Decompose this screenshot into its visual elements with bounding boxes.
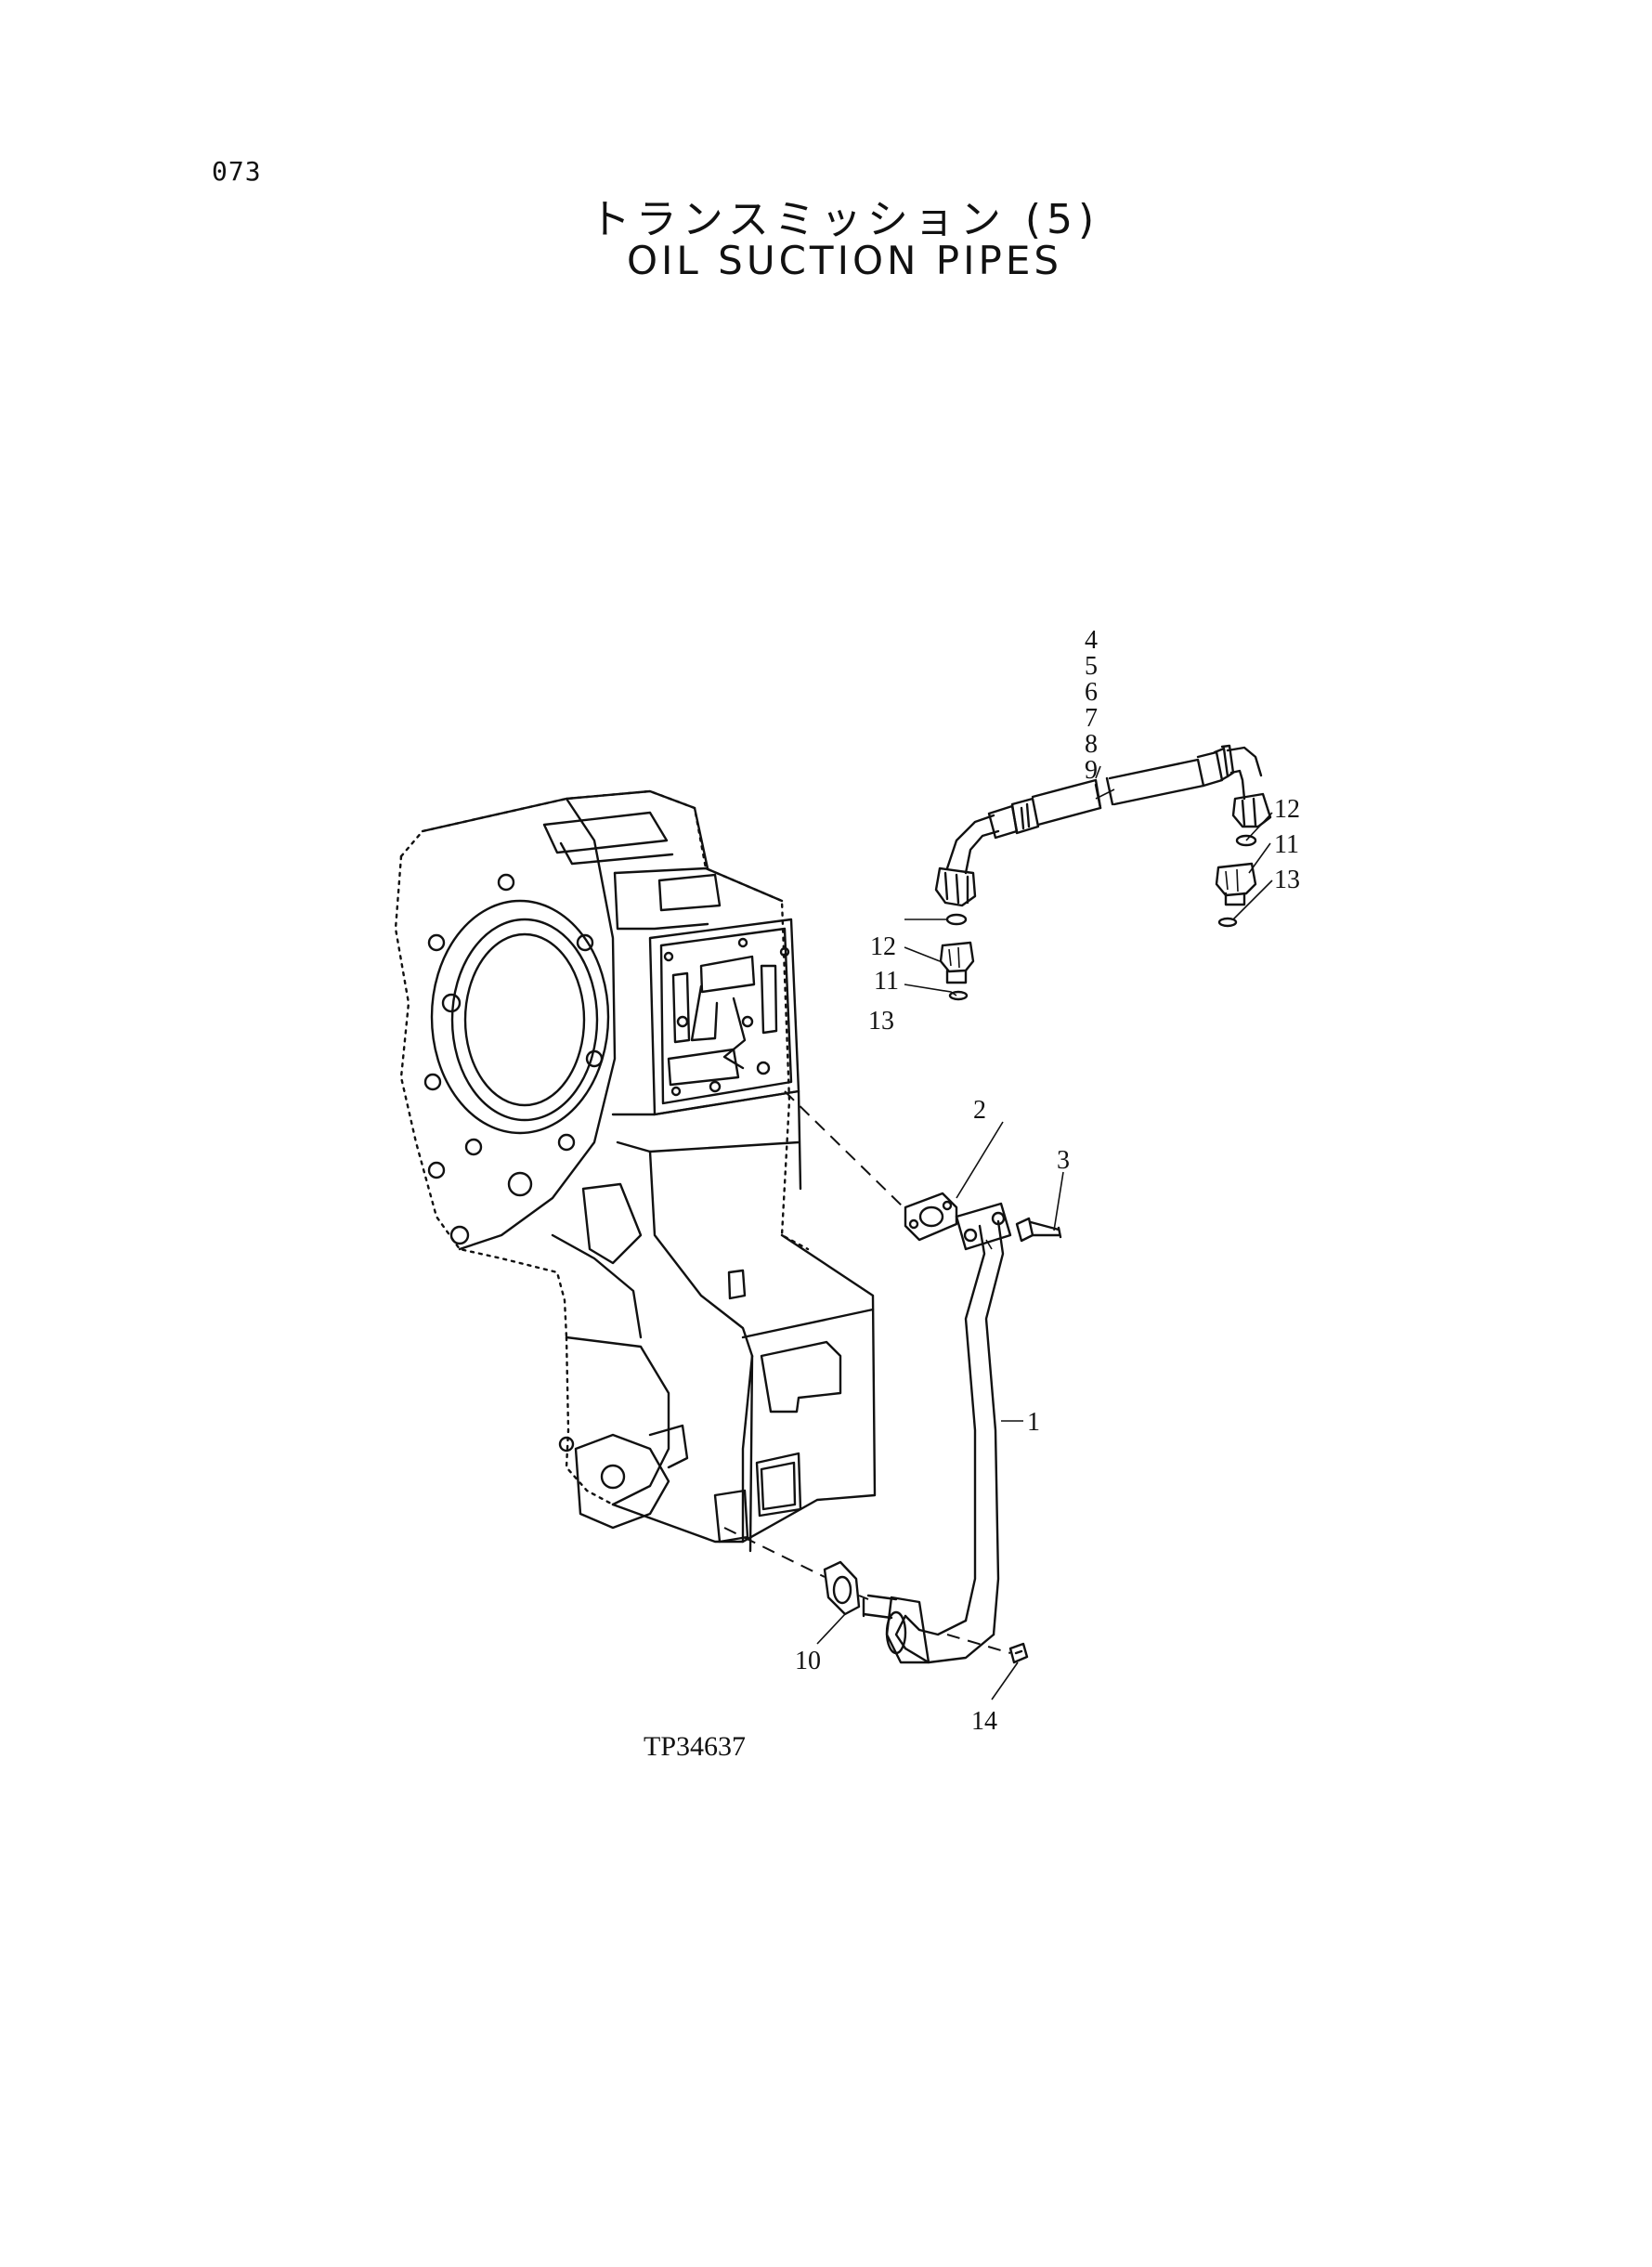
callout-2: 2 xyxy=(973,1096,986,1125)
callout-12-left: 12 xyxy=(870,932,896,961)
page-title-english: OIL SUCTION PIPES xyxy=(626,238,1063,283)
hose-assembly xyxy=(934,744,1272,907)
callout-13-left: 13 xyxy=(868,1007,894,1036)
callout-11-right: 11 xyxy=(1274,830,1299,859)
callout-12-right: 12 xyxy=(1274,795,1300,824)
callout-10: 10 xyxy=(795,1647,821,1675)
callout-1: 1 xyxy=(1027,1408,1040,1437)
transmission-housing xyxy=(394,789,877,1553)
callout-4: 4 xyxy=(1085,626,1098,655)
callout-3: 3 xyxy=(1057,1146,1070,1175)
plug-14 xyxy=(1008,1642,1029,1664)
callout-7: 7 xyxy=(1085,704,1098,733)
callout-5: 5 xyxy=(1085,652,1098,681)
left-fitting-stack xyxy=(939,913,975,1001)
page-title-japanese: トランスミッション (5) xyxy=(589,196,1100,243)
leader-lines xyxy=(816,765,1273,1700)
assembly-lines xyxy=(723,1090,1011,1654)
drawing-id: TP34637 xyxy=(644,1731,746,1762)
callout-11-left: 11 xyxy=(874,967,899,996)
oil-suction-pipe xyxy=(862,1202,1012,1664)
callout-labels: 4 5 6 7 8 9 12 11 13 12 11 13 2 3 1 10 1… xyxy=(644,626,1300,1762)
gasket-2 xyxy=(904,1192,958,1242)
right-fitting-stack xyxy=(1215,834,1257,928)
page-number: 073 xyxy=(212,156,262,187)
callout-9: 9 xyxy=(1085,756,1098,785)
callout-8: 8 xyxy=(1085,730,1098,759)
callout-14: 14 xyxy=(971,1707,997,1736)
gasket-10 xyxy=(823,1560,861,1616)
callout-13-right: 13 xyxy=(1274,866,1300,894)
callout-6: 6 xyxy=(1085,678,1098,707)
